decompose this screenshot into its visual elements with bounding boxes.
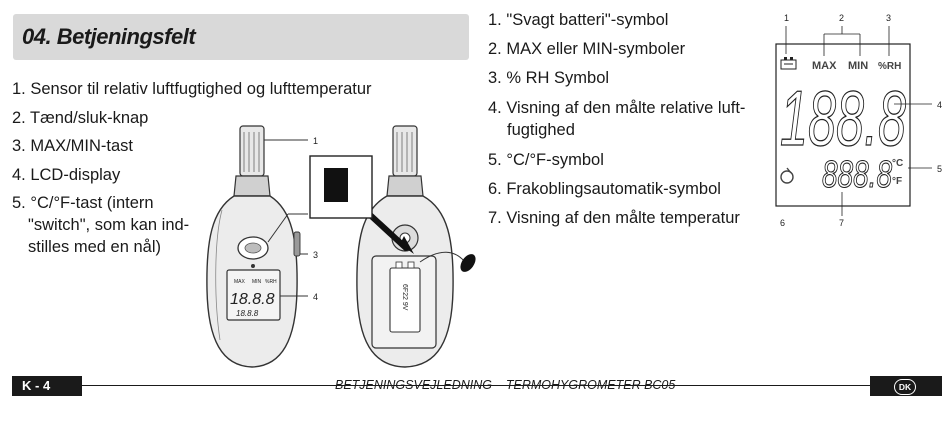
lcd-label: %RH bbox=[265, 279, 277, 285]
list-item-continuation: fugtighed bbox=[507, 121, 575, 139]
device-back-figure: 6F22 9V bbox=[309, 125, 476, 368]
rh-symbol: %RH bbox=[878, 61, 901, 72]
callout-number: 5 bbox=[937, 164, 942, 174]
temperature-digits: 888.8 bbox=[822, 154, 892, 196]
battery-wire bbox=[419, 251, 466, 263]
list-item: 3. MAX/MIN-tast bbox=[12, 137, 134, 155]
callout-number: 4 bbox=[313, 292, 318, 302]
callout-number: 1 bbox=[784, 13, 789, 23]
section-title-band bbox=[13, 14, 469, 60]
lcd-digits: 18.8.8 bbox=[230, 291, 275, 308]
max-min-key bbox=[293, 231, 301, 257]
lcd-display-small bbox=[226, 269, 281, 321]
list-item: 1. "Svagt batteri"-symbol bbox=[488, 11, 669, 29]
list-item: 7. Visning af den målte temperatur bbox=[488, 209, 740, 227]
country-badge: DK bbox=[894, 379, 916, 395]
lcd-diagram: 1 2 3 4 5 6 7 MAX MIN %RH 188.8 888.8 °C… bbox=[775, 13, 942, 228]
low-battery-icon bbox=[780, 57, 797, 70]
callout-number: 3 bbox=[886, 13, 891, 23]
list-item: 4. LCD-display bbox=[12, 166, 121, 184]
callout-number: 6 bbox=[780, 218, 785, 228]
list-item: 3. % RH Symbol bbox=[488, 69, 610, 87]
battery bbox=[389, 267, 421, 333]
fahrenheit-symbol: °F bbox=[892, 176, 902, 187]
list-item: 2. Tænd/sluk-knap bbox=[12, 109, 149, 127]
callout-number: 7 bbox=[839, 218, 844, 228]
celsius-symbol: °C bbox=[892, 158, 903, 169]
list-item: 5. °C/°F-tast (intern bbox=[12, 194, 154, 212]
lcd-label: MIN bbox=[252, 279, 262, 285]
list-item: 5. °C/°F-symbol bbox=[488, 151, 604, 169]
callout-number: 1 bbox=[313, 136, 318, 146]
footer-country-box bbox=[870, 376, 942, 396]
callout-number: 3 bbox=[313, 250, 318, 260]
list-item: 1. Sensor til relativ luftfugtighed og l… bbox=[12, 80, 372, 98]
list-item: 6. Frakoblingsautomatik-symbol bbox=[488, 180, 721, 198]
min-symbol: MIN bbox=[848, 60, 868, 72]
footer-rule bbox=[82, 385, 940, 386]
lcd-label: MAX bbox=[234, 279, 246, 285]
auto-off-icon bbox=[780, 167, 794, 184]
callout-line bbox=[267, 213, 289, 243]
switch-knob bbox=[460, 254, 476, 272]
lcd-digits: 18.8.8 bbox=[236, 309, 259, 318]
switch-detail bbox=[324, 168, 348, 202]
footer-page-box bbox=[12, 376, 82, 396]
callout-number: 2 bbox=[839, 13, 844, 23]
callout-number: 4 bbox=[937, 100, 942, 110]
manual-title: BETJENINGSVEJLEDNING – TERMOHYGROMETER B… bbox=[335, 378, 676, 392]
list-item-continuation: "switch", som kan ind- bbox=[28, 216, 190, 234]
battery-label: 6F22 9V bbox=[401, 284, 408, 311]
device-front-figure: MAX MIN %RH 18.8.8 18.8.8 1 2 3 4 bbox=[206, 125, 318, 368]
max-symbol: MAX bbox=[812, 60, 837, 72]
section-title: 04. Betjeningsfelt bbox=[22, 24, 196, 49]
list-item: 4. Visning af den målte relative luft- bbox=[488, 99, 746, 117]
page-number: K - 4 bbox=[22, 378, 51, 393]
list-item-continuation: stilles med en nål) bbox=[28, 238, 161, 256]
humidity-digits: 188.8 bbox=[780, 74, 906, 162]
lcd-frame bbox=[775, 43, 911, 207]
list-item: 2. MAX eller MIN-symboler bbox=[488, 40, 686, 58]
